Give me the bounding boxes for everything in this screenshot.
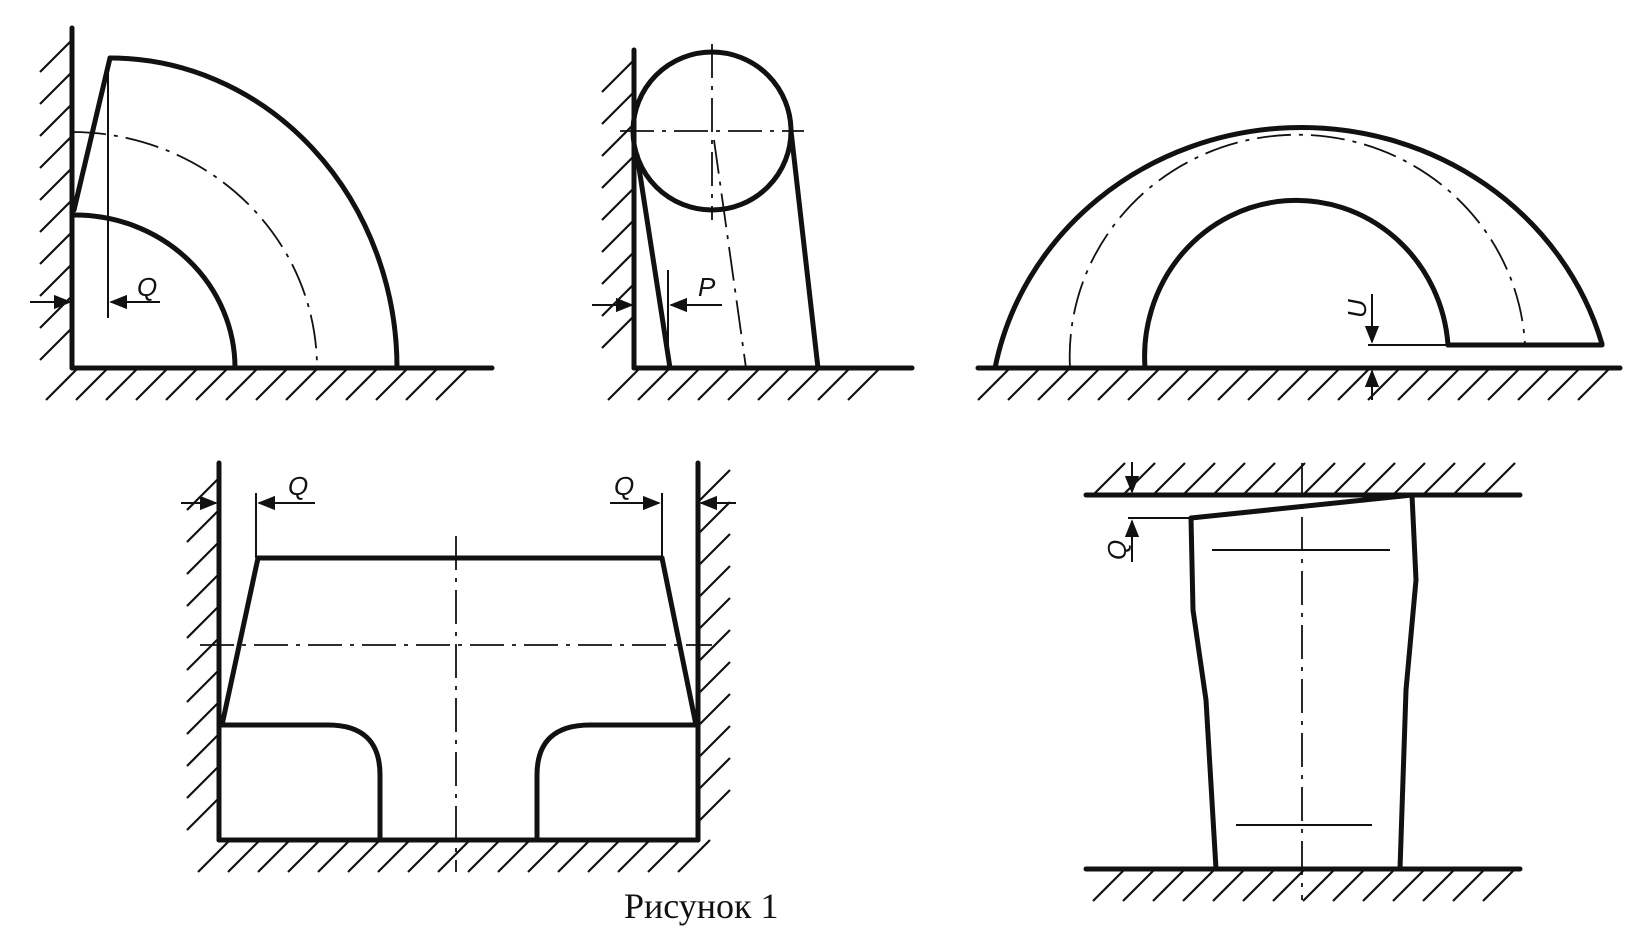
fig4-branch-left-side xyxy=(219,555,261,728)
fig4-left-wall-hatching xyxy=(186,477,220,831)
fig3-centerline-arc xyxy=(1068,133,1526,369)
fig3-inner-arc xyxy=(1142,197,1451,371)
fig4-branch-right-side xyxy=(659,555,699,728)
fig3-return-bend: U xyxy=(975,125,1623,401)
fig1-wall-hatching xyxy=(39,39,73,361)
fig5-bottom-hatching xyxy=(1092,868,1516,902)
fig4-tee: Q Q xyxy=(181,460,736,873)
fig2-left-generatrix xyxy=(634,152,673,371)
fig2-tilted-axis xyxy=(713,139,747,369)
fig5-top-hatching xyxy=(1092,462,1516,496)
fig3-floor-hatching xyxy=(977,367,1611,401)
fig2-floor-hatching xyxy=(607,367,881,401)
figure-caption: Рисунок 1 xyxy=(624,886,779,926)
fig4-floor-hatching xyxy=(197,839,711,873)
fig1-outer-arc xyxy=(107,55,400,371)
fig1-inner-arc xyxy=(72,212,238,371)
fig1-floor-hatching xyxy=(45,367,469,401)
fig5-left-side xyxy=(1188,515,1219,872)
fig1-dim-label: Q xyxy=(137,272,157,302)
fig2-pipe-end: P xyxy=(592,44,915,401)
fig5-reducer: Q xyxy=(1083,462,1523,902)
fig4-left-run-contour xyxy=(218,722,383,843)
fig5-right-side xyxy=(1397,492,1419,872)
fig3-outer-arc xyxy=(992,125,1605,371)
fig2-right-generatrix xyxy=(788,128,821,371)
fig4-right-run-contour xyxy=(534,722,700,843)
fig1-centerline-arc xyxy=(71,131,318,369)
fig4-right-dim-label: Q xyxy=(614,471,634,501)
fig4-right-wall-hatching xyxy=(697,469,731,823)
fig3-dim-label: U xyxy=(1342,299,1372,318)
fig1-tilted-end-face xyxy=(71,55,113,213)
fig4-left-dim-label: Q xyxy=(288,471,308,501)
fig1-quarter-bend: Q xyxy=(30,25,495,401)
fig2-dim-label: P xyxy=(698,272,716,302)
fig5-dim-label: Q xyxy=(1102,540,1132,560)
